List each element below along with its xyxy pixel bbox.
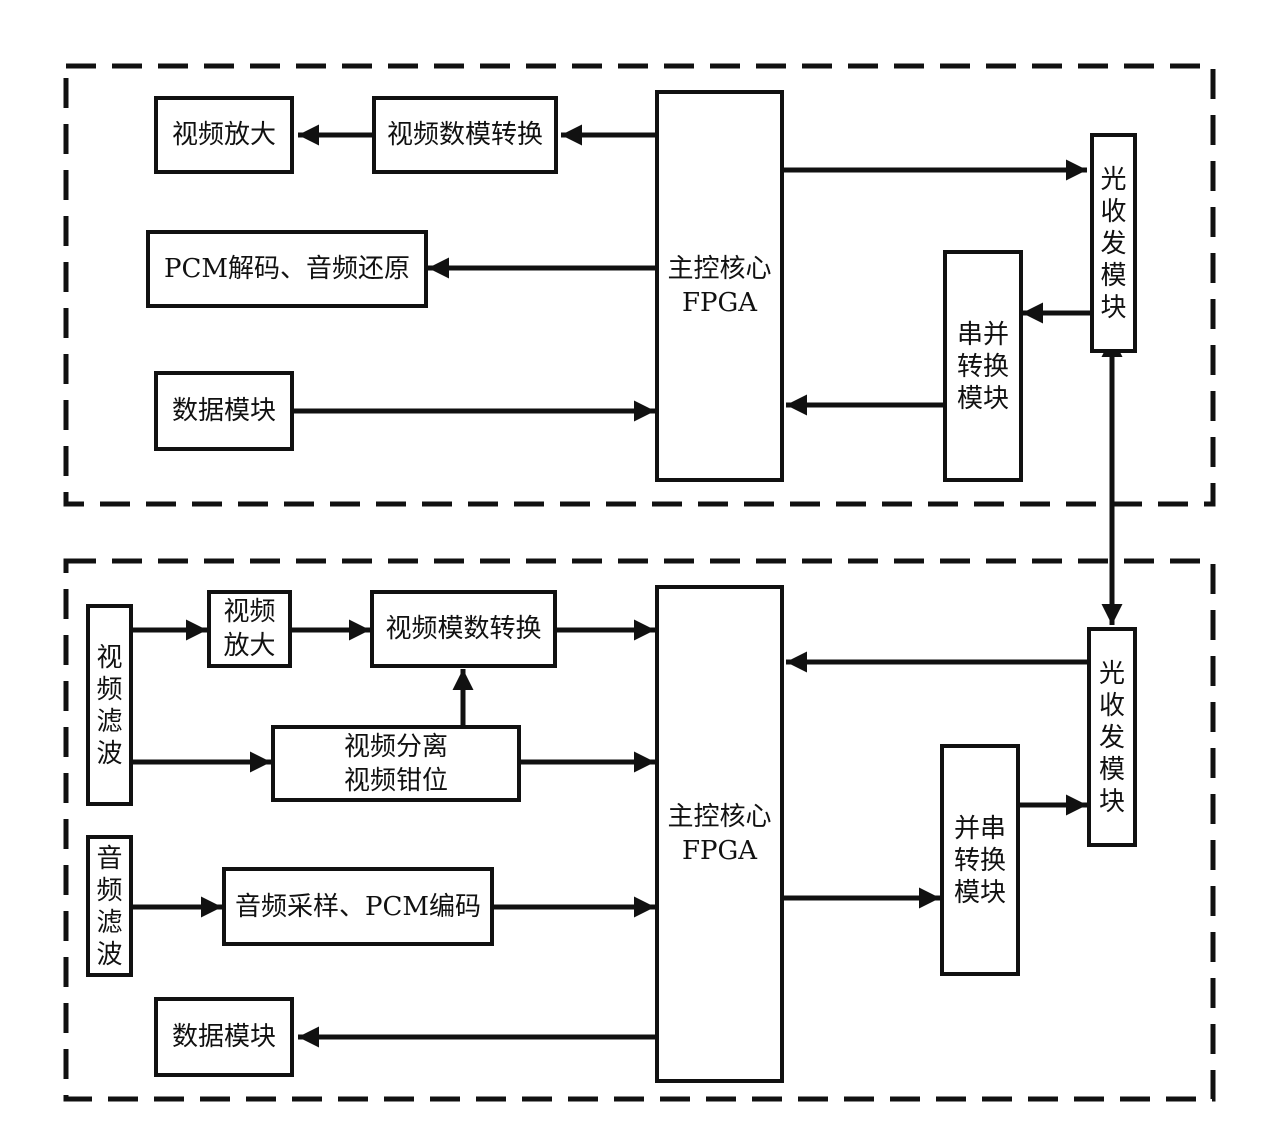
top-optical-transceiver-block: 光 收 发 模 块 [1090, 133, 1137, 353]
bottom-subsystem-frame [63, 558, 1216, 1102]
top-video-dac-block: 视频数模转换 [372, 96, 558, 174]
top-serial-parallel-block: 串并 转换 模块 [943, 250, 1023, 482]
bottom-optical-transceiver-block: 光 收 发 模 块 [1087, 627, 1137, 847]
top-data-module-block: 数据模块 [154, 371, 294, 451]
bottom-video-filter-block: 视 频 滤 波 [86, 604, 133, 806]
bottom-data-module-block: 数据模块 [154, 997, 294, 1077]
bottom-audio-sample-block: 音频采样、PCM编码 [222, 867, 494, 946]
bottom-fpga-block: 主控核心 FPGA [655, 585, 784, 1083]
bottom-audio-filter-block: 音 频 滤 波 [86, 835, 133, 977]
top-pcm-decode-block: PCM解码、音频还原 [146, 230, 428, 308]
top-video-amp-block: 视频放大 [154, 96, 294, 174]
bottom-parallel-serial-block: 并串 转换 模块 [940, 744, 1020, 976]
bottom-video-amp-block: 视频 放大 [207, 590, 292, 668]
top-fpga-block: 主控核心 FPGA [655, 90, 784, 482]
bottom-video-separation-block: 视频分离 视频钳位 [271, 725, 521, 802]
top-subsystem-frame [63, 63, 1216, 507]
bottom-video-adc-block: 视频模数转换 [370, 590, 557, 668]
